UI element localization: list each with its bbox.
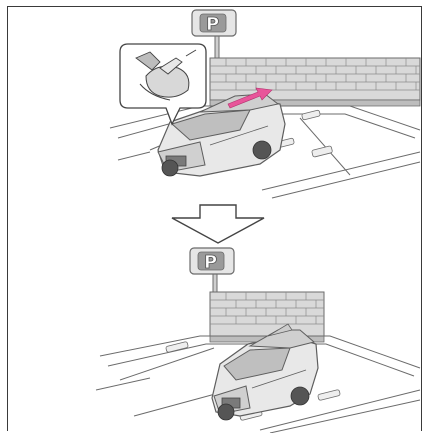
down-arrow-icon: [170, 204, 266, 244]
brick-wall: [210, 292, 324, 342]
parking-sign-letter: P: [206, 14, 219, 35]
parking-scene-before: P: [0, 0, 431, 200]
foot-on-brake-pedal-icon: [120, 44, 206, 124]
parking-sign-letter: P: [204, 252, 217, 273]
parking-scene-after: P: [0, 240, 431, 433]
